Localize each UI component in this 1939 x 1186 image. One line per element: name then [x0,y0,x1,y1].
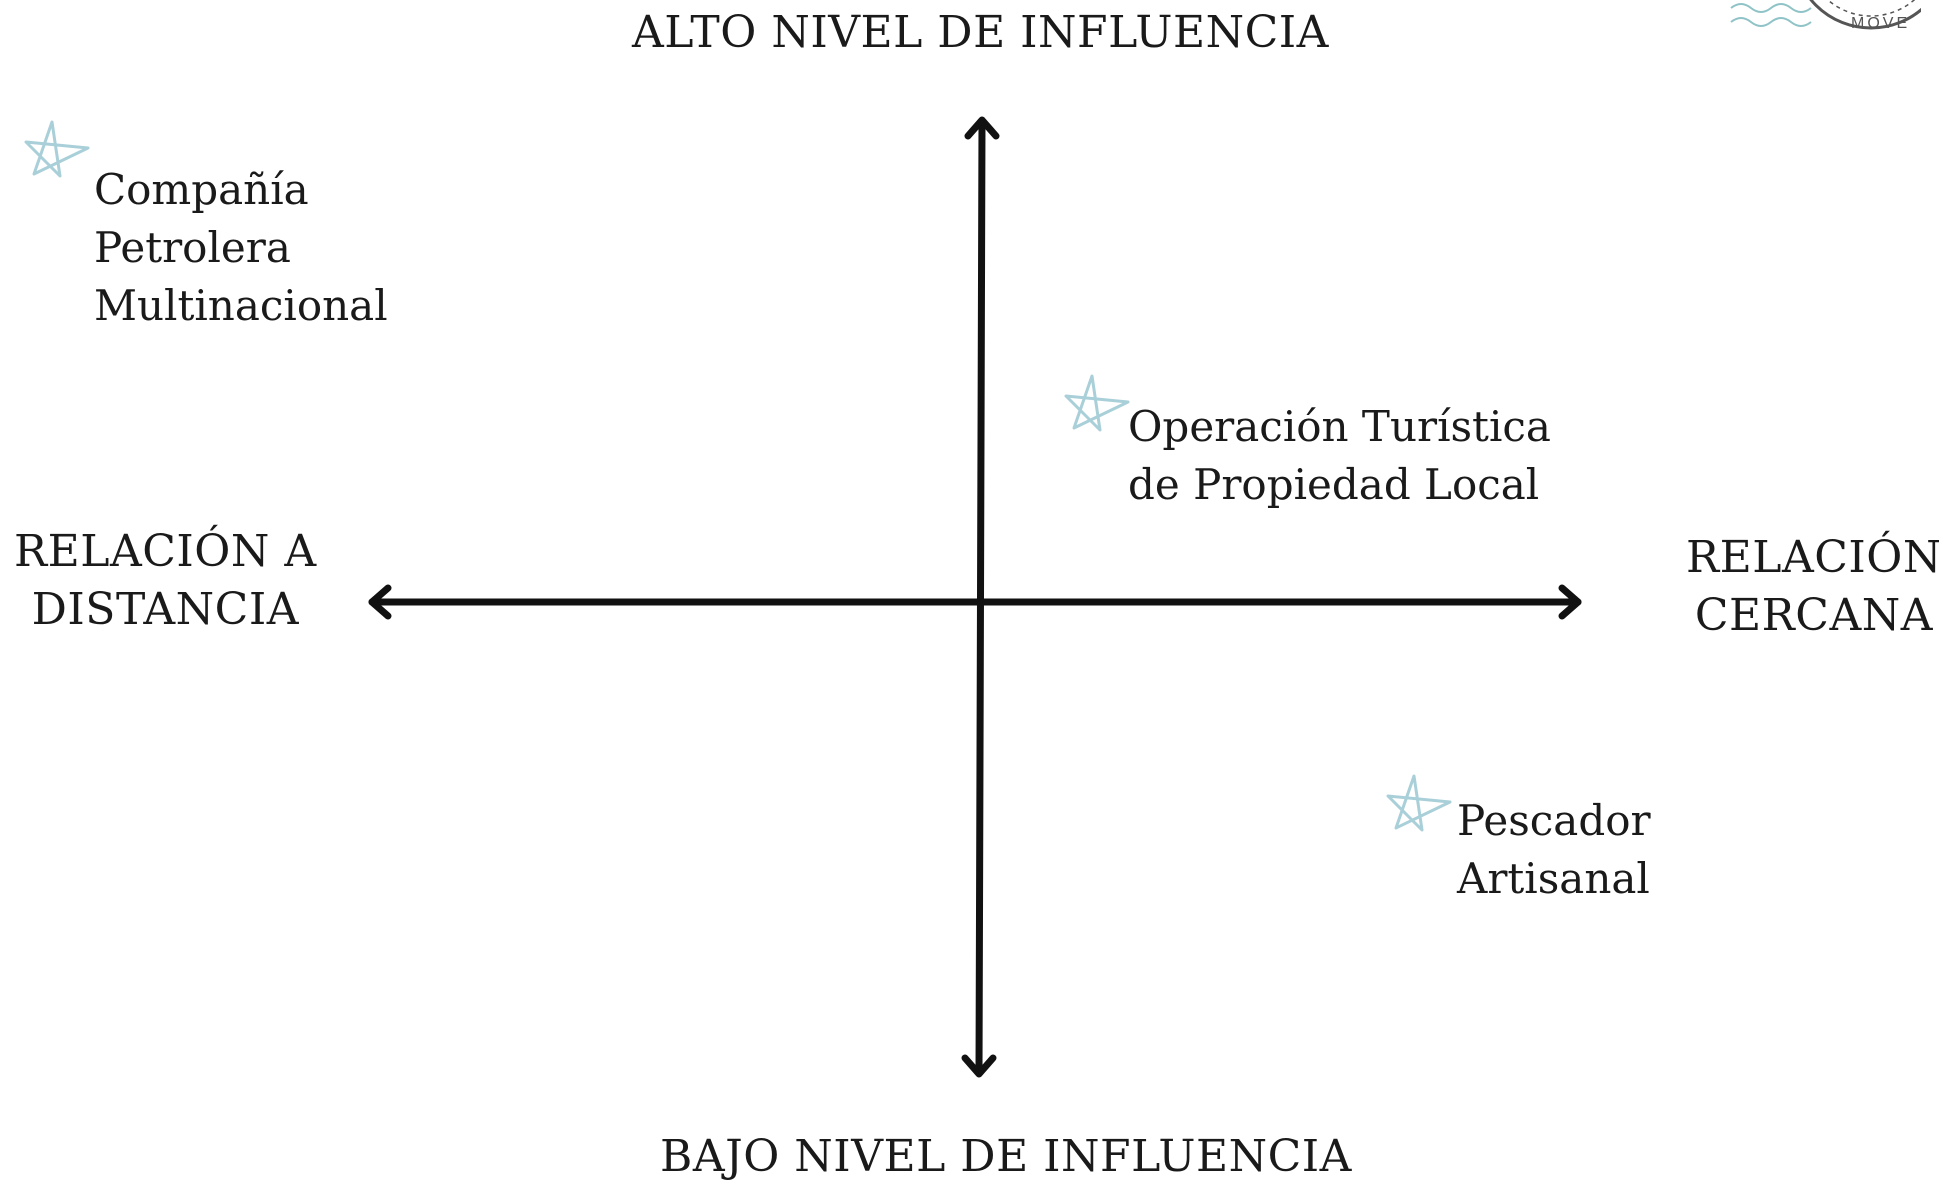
stakeholder-tourism-operation: Operación Turística de Propiedad Local [1128,402,1551,509]
arrow-left-icon [368,584,392,620]
star-icon [1386,774,1452,832]
stakeholder-oil-company: Compañía Petrolera Multinacional [94,165,388,330]
arrow-down-icon [961,1054,997,1078]
axis-label-right: RELACIÓN CERCANA [1686,532,1939,641]
wave-line-icon [1730,3,1812,13]
arrow-right-icon [1558,584,1582,620]
wave-line-icon [1730,17,1812,27]
axis-label-bottom: BAJO NIVEL DE INFLUENCIA [660,1131,1352,1182]
stakeholder-artisanal-fisher: Pescador Artisanal [1457,796,1651,903]
star-icon [24,120,90,178]
vertical-axis [975,118,986,1076]
star-icon [1064,374,1130,432]
stamp-text: MOVE [1851,15,1910,32]
stamp-logo: MOVE [1730,0,1921,32]
arrow-up-icon [964,116,1000,140]
axis-label-left: RELACIÓN A DISTANCIA [14,526,317,635]
axis-label-top: ALTO NIVEL DE INFLUENCIA [632,7,1329,58]
